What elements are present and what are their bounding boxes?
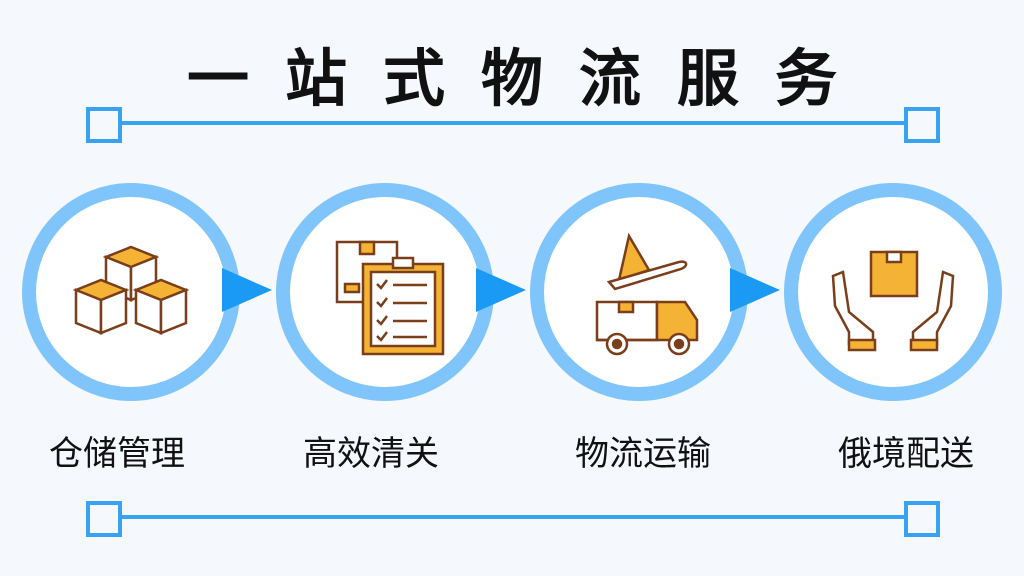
top-right-square xyxy=(904,107,940,143)
step-label: 俄境配送 xyxy=(838,434,974,474)
step-label: 高效清关 xyxy=(303,434,439,474)
step-circle-transport xyxy=(530,183,748,401)
step-label: 仓储管理 xyxy=(49,434,185,474)
boxes-icon xyxy=(72,245,190,335)
top-left-square xyxy=(86,107,122,143)
bottom-left-square xyxy=(86,501,122,537)
step-circle-delivery xyxy=(784,183,1002,401)
arrow-icon xyxy=(476,268,526,312)
clipboard-checklist-icon xyxy=(335,240,445,356)
hands-box-icon xyxy=(831,250,955,352)
bottom-divider xyxy=(118,515,906,519)
step-circle-warehouse xyxy=(22,183,240,401)
arrow-icon xyxy=(730,268,780,312)
page-title: 一站式物流服务 xyxy=(186,42,873,115)
step-circle-customs xyxy=(276,183,494,401)
arrow-icon xyxy=(222,268,272,312)
bottom-right-square xyxy=(904,501,940,537)
top-divider xyxy=(118,121,906,125)
step-label: 物流运输 xyxy=(575,434,711,474)
plane-truck-icon xyxy=(595,232,699,356)
